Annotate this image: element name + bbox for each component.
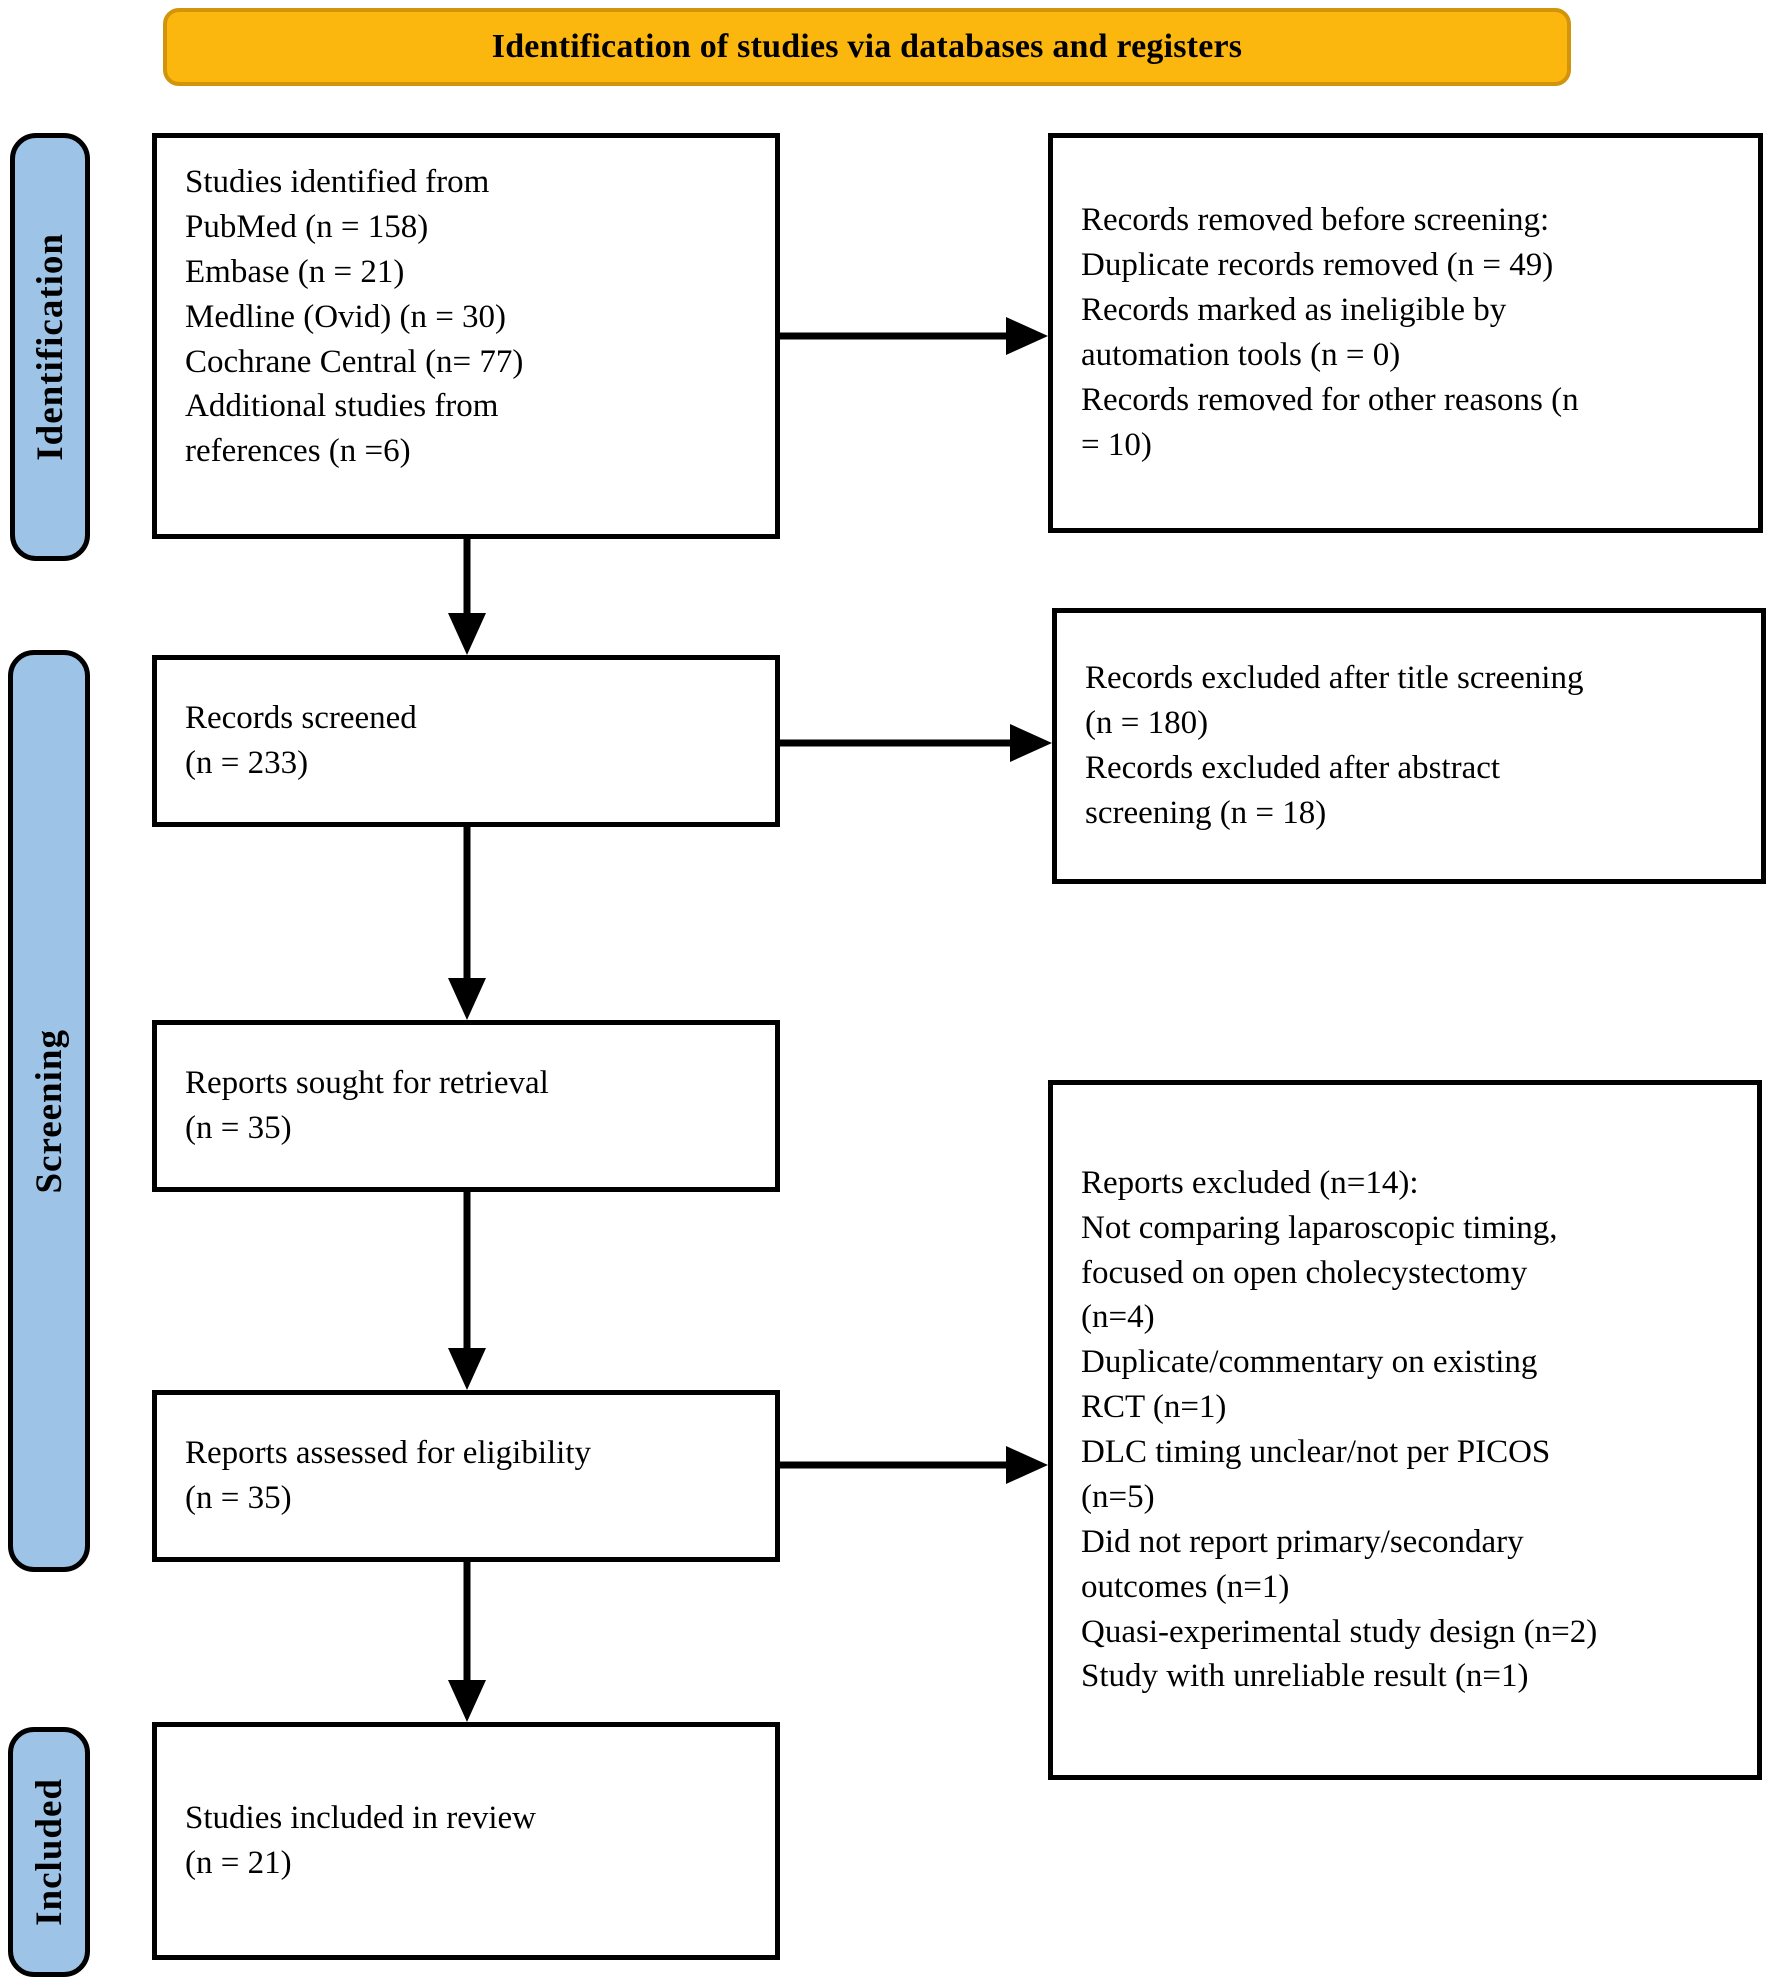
box-studies-included: Studies included in review (n = 21)	[152, 1722, 780, 1960]
stage-identification: Identification	[10, 133, 90, 561]
box-studies-included-text: Studies included in review (n = 21)	[185, 1800, 537, 1881]
stage-identification-label: Identification	[29, 233, 71, 461]
stage-screening-label: Screening	[28, 1028, 70, 1194]
box-reports-assessed-text: Reports assessed for eligibility (n = 35…	[185, 1435, 592, 1516]
box-records-excluded: Records excluded after title screening (…	[1052, 608, 1766, 884]
banner: Identification of studies via databases …	[163, 8, 1571, 86]
box-studies-identified-text: Studies identified from PubMed (n = 158)…	[185, 164, 524, 470]
box-records-removed-text: Records removed before screening: Duplic…	[1081, 202, 1579, 463]
banner-title: Identification of studies via databases …	[491, 28, 1243, 65]
arrow-screened-to-excluded	[780, 724, 1052, 762]
box-reports-excluded-text: Reports excluded (n=14): Not comparing l…	[1081, 1164, 1598, 1695]
arrow-assessed-to-excluded	[780, 1446, 1048, 1484]
box-records-screened-text: Records screened (n = 233)	[185, 700, 417, 781]
box-records-screened: Records screened (n = 233)	[152, 655, 780, 827]
box-reports-assessed: Reports assessed for eligibility (n = 35…	[152, 1390, 780, 1562]
stage-included: Included	[8, 1727, 90, 1977]
stage-included-label: Included	[28, 1778, 70, 1926]
box-records-excluded-text: Records excluded after title screening (…	[1085, 660, 1584, 831]
stage-screening: Screening	[8, 650, 90, 1572]
arrow-identified-to-removed	[780, 317, 1048, 355]
arrow-identified-to-screened	[448, 539, 486, 655]
arrow-screened-to-sought	[448, 827, 486, 1020]
box-reports-sought: Reports sought for retrieval (n = 35)	[152, 1020, 780, 1192]
arrow-sought-to-assessed	[448, 1192, 486, 1390]
box-reports-sought-text: Reports sought for retrieval (n = 35)	[185, 1065, 549, 1146]
box-reports-excluded: Reports excluded (n=14): Not comparing l…	[1048, 1080, 1762, 1780]
box-records-removed-before-screening: Records removed before screening: Duplic…	[1048, 133, 1763, 533]
box-studies-identified: Studies identified from PubMed (n = 158)…	[152, 133, 780, 539]
arrow-assessed-to-included	[448, 1562, 486, 1722]
